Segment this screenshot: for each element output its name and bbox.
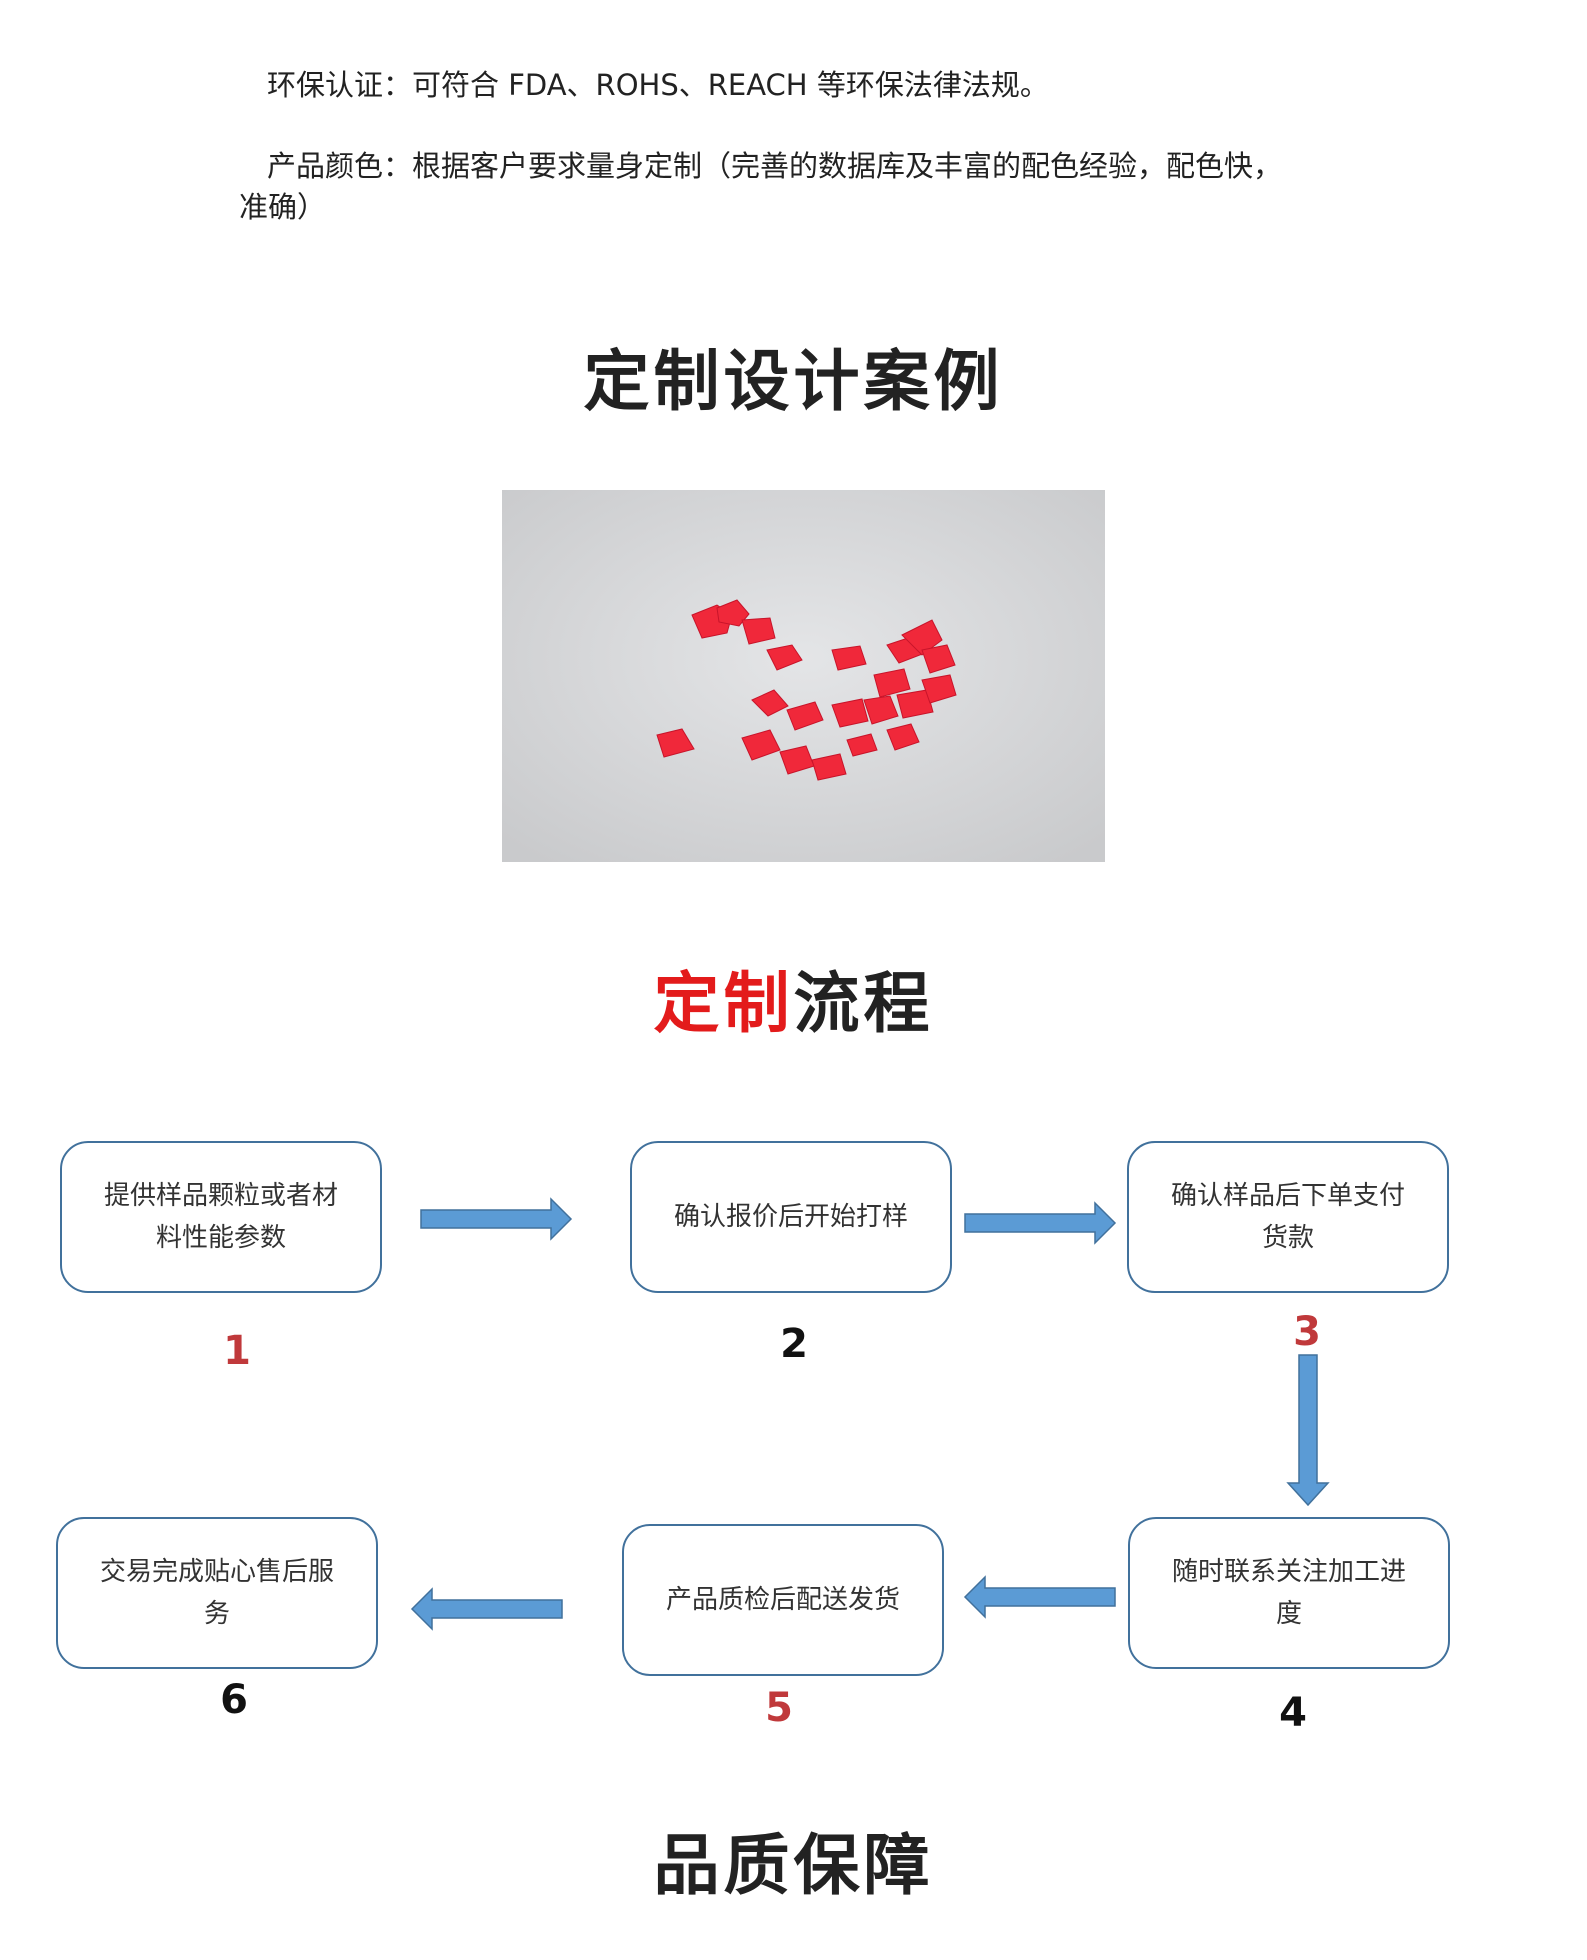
step-text: 交易完成贴心售后服务 — [99, 1557, 334, 1629]
arrow-down-icon — [1286, 1354, 1330, 1507]
custom-process-heading: 定制流程 — [0, 950, 1587, 1046]
arrow-right-icon — [964, 1201, 1117, 1245]
arrow-right-icon — [420, 1197, 573, 1241]
step-number-5: 5 — [765, 1685, 793, 1731]
step-number-6: 6 — [220, 1677, 248, 1723]
arrow-left-icon — [410, 1587, 563, 1631]
step-number-2: 2 — [780, 1321, 808, 1367]
step-text: 产品质检后配送发货 — [665, 1585, 900, 1615]
step-text: 随时联系关注加工进度 — [1171, 1557, 1406, 1629]
custom-design-case-heading: 定制设计案例 — [583, 342, 1004, 420]
step-text: 确认样品后下单支付货款 — [1170, 1181, 1405, 1253]
step-text: 提供样品颗粒或者材料性能参数 — [103, 1181, 338, 1253]
step-number-4: 4 — [1279, 1690, 1307, 1736]
step-box-6: 交易完成贴心售后服务 — [56, 1517, 378, 1669]
case-product-photo — [502, 490, 1105, 862]
step-box-3: 确认样品后下单支付货款 — [1127, 1141, 1449, 1293]
product-color-text: 产品颜色：根据客户要求量身定制（完善的数据库及丰富的配色经验，配色快， — [267, 149, 1283, 183]
step-box-1: 提供样品颗粒或者材料性能参数 — [60, 1141, 382, 1293]
step-box-2: 确认报价后开始打样 — [630, 1141, 952, 1293]
arrow-left-icon — [963, 1575, 1116, 1619]
certification-text: 环保认证：可符合 FDA、ROHS、REACH 等环保法律法规。 — [267, 68, 1049, 102]
step-text: 确认报价后开始打样 — [673, 1202, 908, 1232]
product-color-text-cont: 准确） — [239, 190, 327, 224]
step-number-3: 3 — [1293, 1309, 1321, 1355]
heading-black-part: 流程 — [793, 964, 934, 1042]
step-box-5: 产品质检后配送发货 — [622, 1524, 944, 1676]
heading-red-part: 定制 — [653, 964, 794, 1042]
step-number-1: 1 — [223, 1328, 251, 1374]
step-box-4: 随时联系关注加工进度 — [1128, 1517, 1450, 1669]
quality-assurance-heading: 品质保障 — [653, 1826, 934, 1904]
